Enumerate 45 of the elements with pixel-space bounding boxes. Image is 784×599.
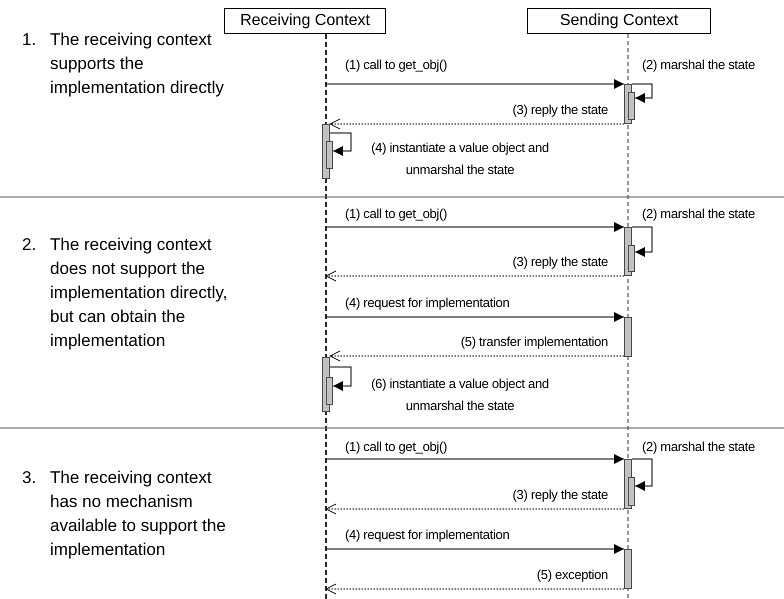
message-label: (6) instantiate a value object and unmarshal the state bbox=[370, 375, 550, 415]
return-arrow bbox=[326, 584, 624, 594]
activation-bar bbox=[624, 549, 632, 589]
step-number: 1. bbox=[22, 29, 36, 51]
activation-bar bbox=[326, 141, 333, 169]
step-number: 2. bbox=[22, 234, 36, 256]
activation-bar bbox=[628, 245, 635, 272]
message-label: (3) reply the state bbox=[512, 253, 608, 271]
return-arrow bbox=[330, 118, 624, 130]
message-label: (2) marshal the state bbox=[642, 205, 755, 223]
message-label: (3) reply the state bbox=[512, 101, 608, 119]
message-arrow bbox=[326, 222, 624, 232]
message-arrow bbox=[326, 312, 624, 322]
message-label: (4) instantiate a value object and unmarshal the state bbox=[370, 139, 550, 179]
message-arrow bbox=[326, 544, 624, 554]
activation-bar bbox=[628, 477, 635, 506]
return-arrow bbox=[326, 504, 624, 514]
message-label: (1) call to get_obj() bbox=[345, 56, 448, 74]
self-call-arrow bbox=[330, 366, 352, 391]
message-arrow bbox=[326, 454, 624, 464]
message-label: (4) request for implementation bbox=[345, 294, 510, 312]
activation-bar bbox=[624, 317, 632, 357]
message-arrow bbox=[326, 79, 624, 89]
self-call-arrow bbox=[632, 458, 652, 491]
message-label: (3) reply the state bbox=[512, 486, 608, 504]
message-label: (2) marshal the state bbox=[642, 56, 755, 74]
self-call-arrow bbox=[632, 226, 652, 257]
scenario-description: The receiving context has no mechanism available to support the implementation bbox=[50, 467, 227, 561]
message-label: (5) exception bbox=[536, 566, 608, 584]
activation-bar bbox=[628, 92, 635, 120]
message-label: (1) call to get_obj() bbox=[345, 438, 448, 456]
step-number: 3. bbox=[22, 467, 36, 489]
message-label: (4) request for implementation bbox=[345, 526, 510, 544]
scenario-description: The receiving context supports the implementation directly bbox=[50, 29, 225, 99]
self-call-arrow bbox=[632, 84, 652, 103]
message-label: (1) call to get_obj() bbox=[345, 205, 448, 223]
return-arrow bbox=[326, 270, 624, 282]
self-call-arrow bbox=[330, 132, 352, 156]
participant-box: Sending Context bbox=[527, 8, 711, 34]
message-label: (2) marshal the state bbox=[642, 438, 755, 456]
scenario-description: The receiving context does not support the implementation directly, but can obtain the implementation bbox=[50, 234, 228, 352]
return-arrow bbox=[330, 350, 624, 362]
participant-box: Receiving Context bbox=[224, 8, 386, 34]
activation-bar bbox=[326, 377, 333, 405]
message-label: (5) transfer implementation bbox=[460, 333, 608, 351]
